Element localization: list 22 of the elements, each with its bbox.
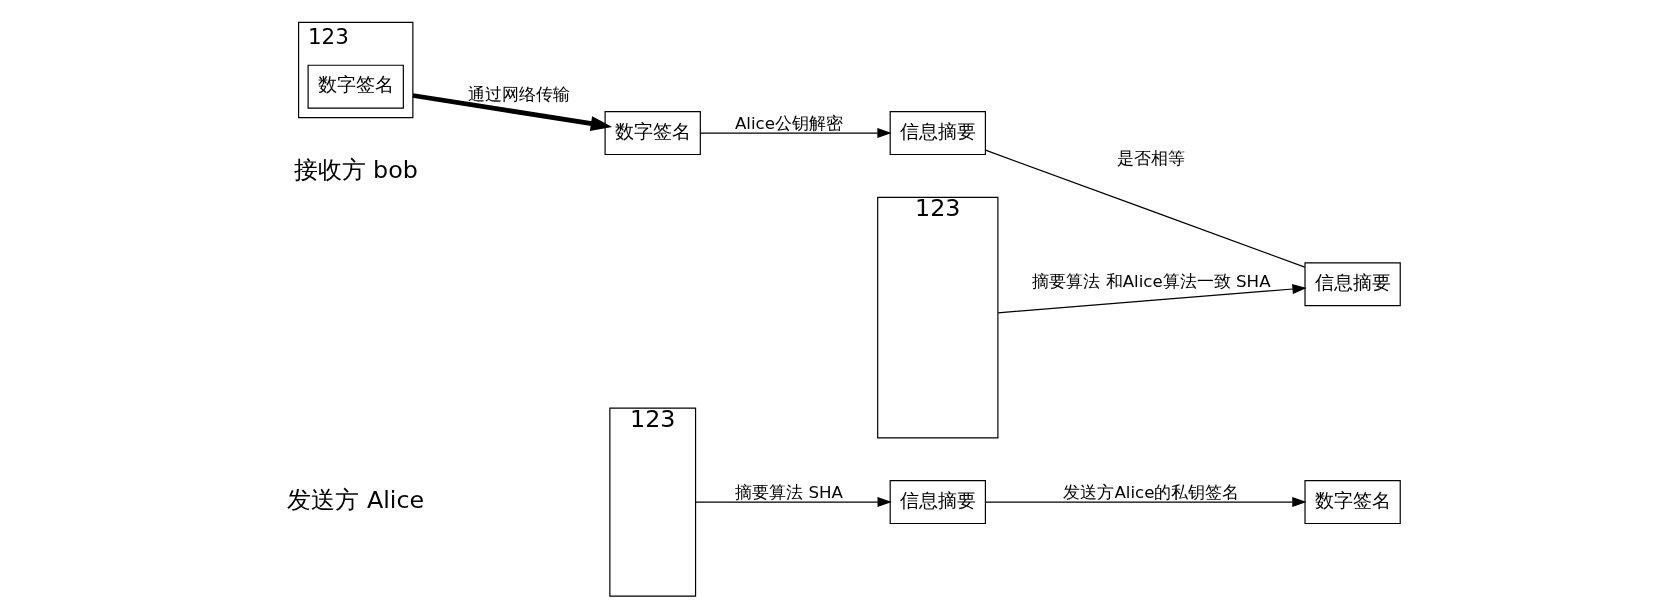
edge-label: 通过网络传输 <box>468 85 571 104</box>
label: 接收方 bob <box>293 156 418 185</box>
arrow <box>412 93 613 131</box>
connector <box>984 149 1306 268</box>
node-box: 信息摘要 <box>889 111 986 156</box>
arrow <box>695 497 892 508</box>
edge-label: 摘要算法 和Alice算法一致 SHA <box>1032 271 1271 291</box>
edge-label: Alice公钥解密 <box>734 113 844 133</box>
arrow <box>997 284 1307 314</box>
node-box: 123 <box>609 407 697 597</box>
edge-label: 发送方Alice的私钥签名 <box>1063 482 1240 502</box>
node-box: 数字签名 <box>1304 480 1401 525</box>
node-box: 信息摘要 <box>1304 262 1401 307</box>
node-box: 信息摘要 <box>889 480 986 525</box>
node-box: 数字签名 <box>604 111 701 156</box>
edge-label: 摘要算法 SHA <box>735 482 843 502</box>
label: 发送方 Alice <box>287 486 425 515</box>
arrow <box>700 128 892 139</box>
node-box: 数字签名 <box>307 64 404 109</box>
arrow <box>984 497 1307 508</box>
node-box: 123 <box>877 196 999 439</box>
edge-label: 是否相等 <box>1117 149 1186 169</box>
